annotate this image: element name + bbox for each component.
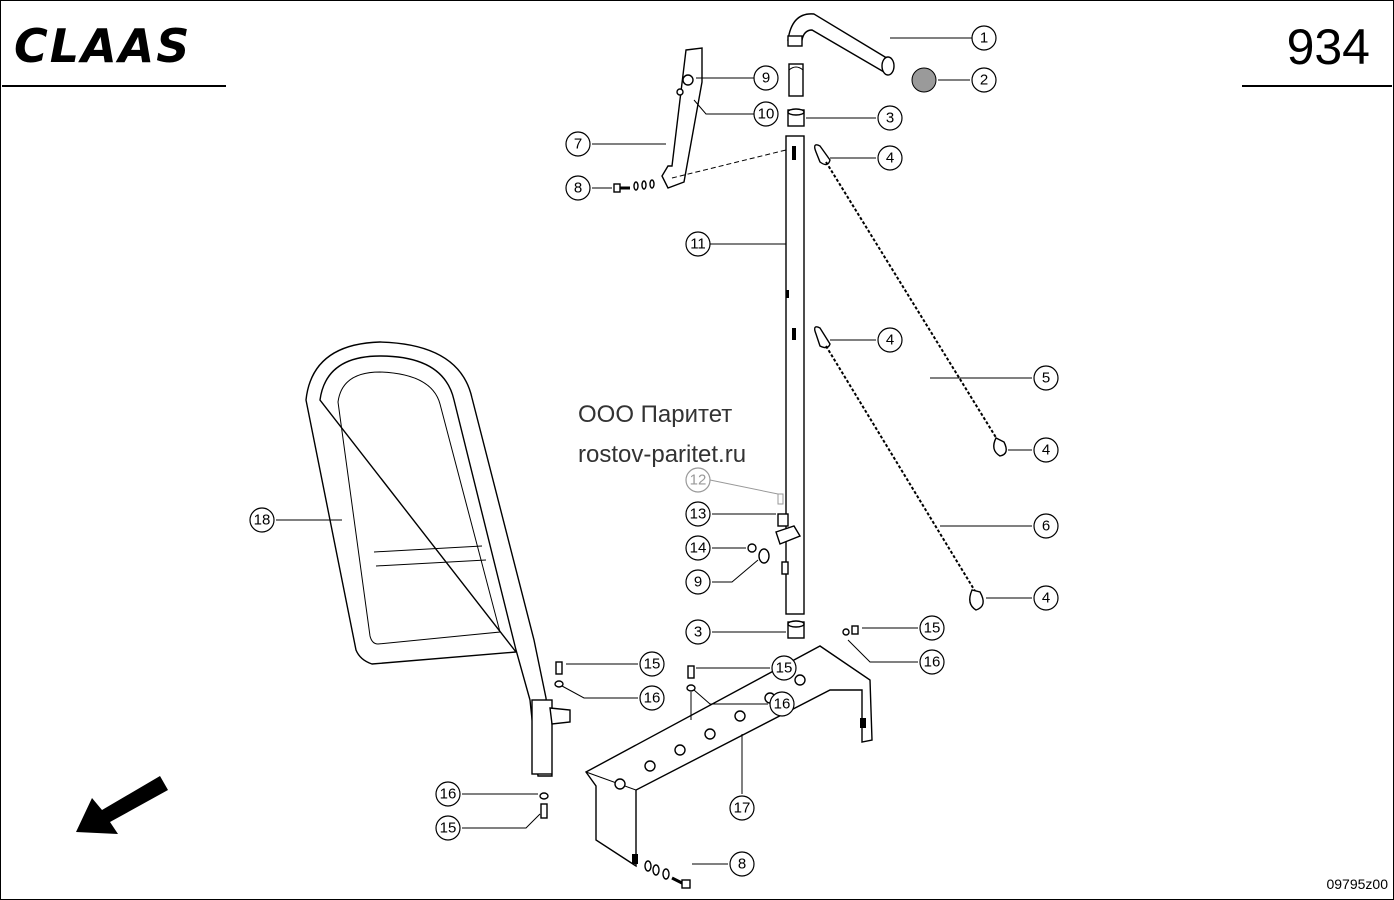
- callout-7: 7: [565, 131, 591, 157]
- callout-4d: 4: [1033, 585, 1059, 611]
- svg-text:11: 11: [690, 236, 706, 253]
- svg-text:8: 8: [738, 856, 746, 873]
- svg-text:9: 9: [694, 574, 702, 591]
- svg-text:15: 15: [924, 620, 941, 637]
- svg-text:4: 4: [1042, 590, 1050, 607]
- callout-14: 14: [685, 535, 711, 561]
- svg-text:3: 3: [694, 624, 702, 641]
- callout-9b: 9: [685, 569, 711, 595]
- svg-text:15: 15: [440, 820, 457, 837]
- part-bolt-washers-top: [613, 179, 655, 193]
- callout-15b: 15: [639, 651, 665, 677]
- callout-15c: 15: [771, 655, 797, 681]
- part-ball-knob: [911, 67, 937, 93]
- callout-13: 13: [685, 501, 711, 527]
- svg-text:10: 10: [758, 106, 775, 123]
- svg-text:9: 9: [762, 70, 770, 87]
- svg-text:15: 15: [776, 660, 793, 677]
- svg-text:12: 12: [690, 472, 707, 489]
- svg-text:4: 4: [886, 150, 894, 167]
- svg-text:15: 15: [644, 656, 661, 673]
- callout-10: 10: [753, 101, 779, 127]
- callout-18: 18: [249, 507, 275, 533]
- callout-16d: 16: [435, 781, 461, 807]
- svg-text:16: 16: [924, 654, 941, 671]
- callout-12: 12: [685, 467, 711, 493]
- part-bushing-top: [787, 108, 805, 127]
- brand-logo: CLAAS: [14, 19, 191, 73]
- callout-1: 1: [971, 25, 997, 51]
- svg-text:8: 8: [574, 180, 582, 197]
- svg-text:16: 16: [440, 786, 457, 803]
- svg-text:3: 3: [886, 110, 894, 127]
- callout-5: 5: [1033, 365, 1059, 391]
- svg-text:16: 16: [644, 690, 661, 707]
- part-chain-upper: [813, 144, 1007, 457]
- page-number: 934: [1287, 19, 1370, 75]
- callout-11: 11: [685, 231, 711, 257]
- watermark-company: ООО Паритет: [578, 401, 732, 428]
- part-small-hardware: [747, 493, 802, 575]
- part-handle-bar: [787, 13, 895, 97]
- part-bolts: [539, 625, 859, 819]
- svg-text:18: 18: [254, 512, 271, 529]
- part-bushing-bottom: [787, 620, 805, 639]
- callout-16a: 16: [919, 649, 945, 675]
- part-chain-lower: [813, 326, 984, 611]
- callout-2: 2: [971, 67, 997, 93]
- callout-6: 6: [1033, 513, 1059, 539]
- svg-text:5: 5: [1042, 370, 1050, 387]
- callout-15d: 15: [435, 815, 461, 841]
- part-handrail: [305, 341, 571, 777]
- callout-9a: 9: [753, 65, 779, 91]
- svg-text:14: 14: [690, 540, 707, 557]
- arrow-down-left-icon: [76, 776, 168, 834]
- svg-text:2: 2: [980, 72, 988, 89]
- part-bolt-washers-bottom: [644, 860, 691, 889]
- svg-text:16: 16: [774, 696, 791, 713]
- drawing-id: 09795z00: [1326, 876, 1388, 892]
- svg-text:13: 13: [690, 506, 707, 523]
- callout-3a: 3: [877, 105, 903, 131]
- svg-text:4: 4: [886, 332, 894, 349]
- callout-8a: 8: [565, 175, 591, 201]
- svg-text:6: 6: [1042, 518, 1050, 535]
- part-bracket: [661, 47, 787, 189]
- part-base-plate: [584, 645, 873, 868]
- svg-text:1: 1: [980, 30, 988, 47]
- svg-text:17: 17: [734, 800, 751, 817]
- callout-3b: 3: [685, 619, 711, 645]
- svg-text:4: 4: [1042, 442, 1050, 459]
- watermark-url: rostov-paritet.ru: [578, 441, 746, 468]
- callout-4b: 4: [877, 327, 903, 353]
- callout-15a: 15: [919, 615, 945, 641]
- callout-4c: 4: [1033, 437, 1059, 463]
- svg-text:7: 7: [574, 136, 582, 153]
- callout-16b: 16: [639, 685, 665, 711]
- callout-8b: 8: [729, 851, 755, 877]
- leader-lines: [276, 37, 1032, 865]
- callout-17: 17: [729, 795, 755, 821]
- callout-16c: 16: [769, 691, 795, 717]
- callout-4a: 4: [877, 145, 903, 171]
- part-vertical-post: [785, 135, 805, 615]
